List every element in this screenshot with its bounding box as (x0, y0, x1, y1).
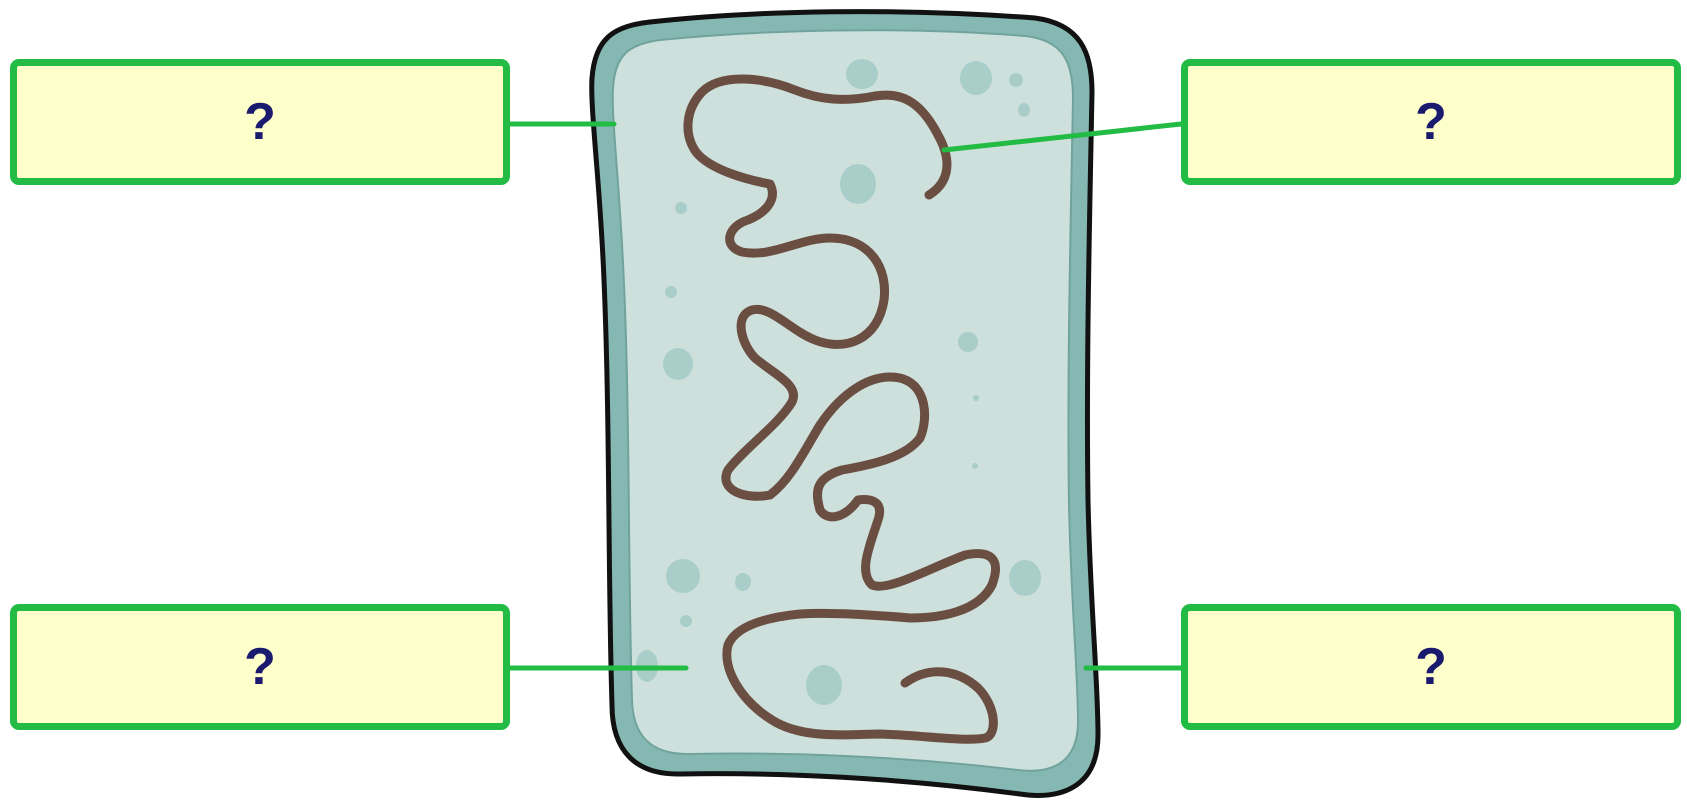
ribosome (663, 348, 693, 380)
ribosome (958, 332, 978, 352)
ribosome (973, 395, 979, 401)
label-text-bottom-left: ? (244, 641, 276, 693)
ribosome (666, 559, 700, 593)
ribosome (840, 164, 876, 204)
label-box-top-right[interactable]: ? (1181, 59, 1681, 185)
ribosome (680, 615, 692, 627)
ribosome (960, 61, 992, 95)
label-text-top-right: ? (1415, 96, 1447, 148)
label-text-bottom-right: ? (1415, 641, 1447, 693)
ribosome (675, 202, 687, 214)
ribosome (846, 59, 878, 89)
ribosome (665, 286, 677, 298)
label-box-top-left[interactable]: ? (10, 59, 510, 185)
ribosome (806, 665, 842, 705)
label-box-bottom-right[interactable]: ? (1181, 604, 1681, 730)
ribosome (1018, 103, 1030, 117)
ribosome (735, 573, 751, 591)
label-text-top-left: ? (244, 96, 276, 148)
ribosome (1009, 73, 1023, 87)
ribosome (1009, 560, 1041, 596)
ribosome (972, 463, 978, 469)
label-box-bottom-left[interactable]: ? (10, 604, 510, 730)
